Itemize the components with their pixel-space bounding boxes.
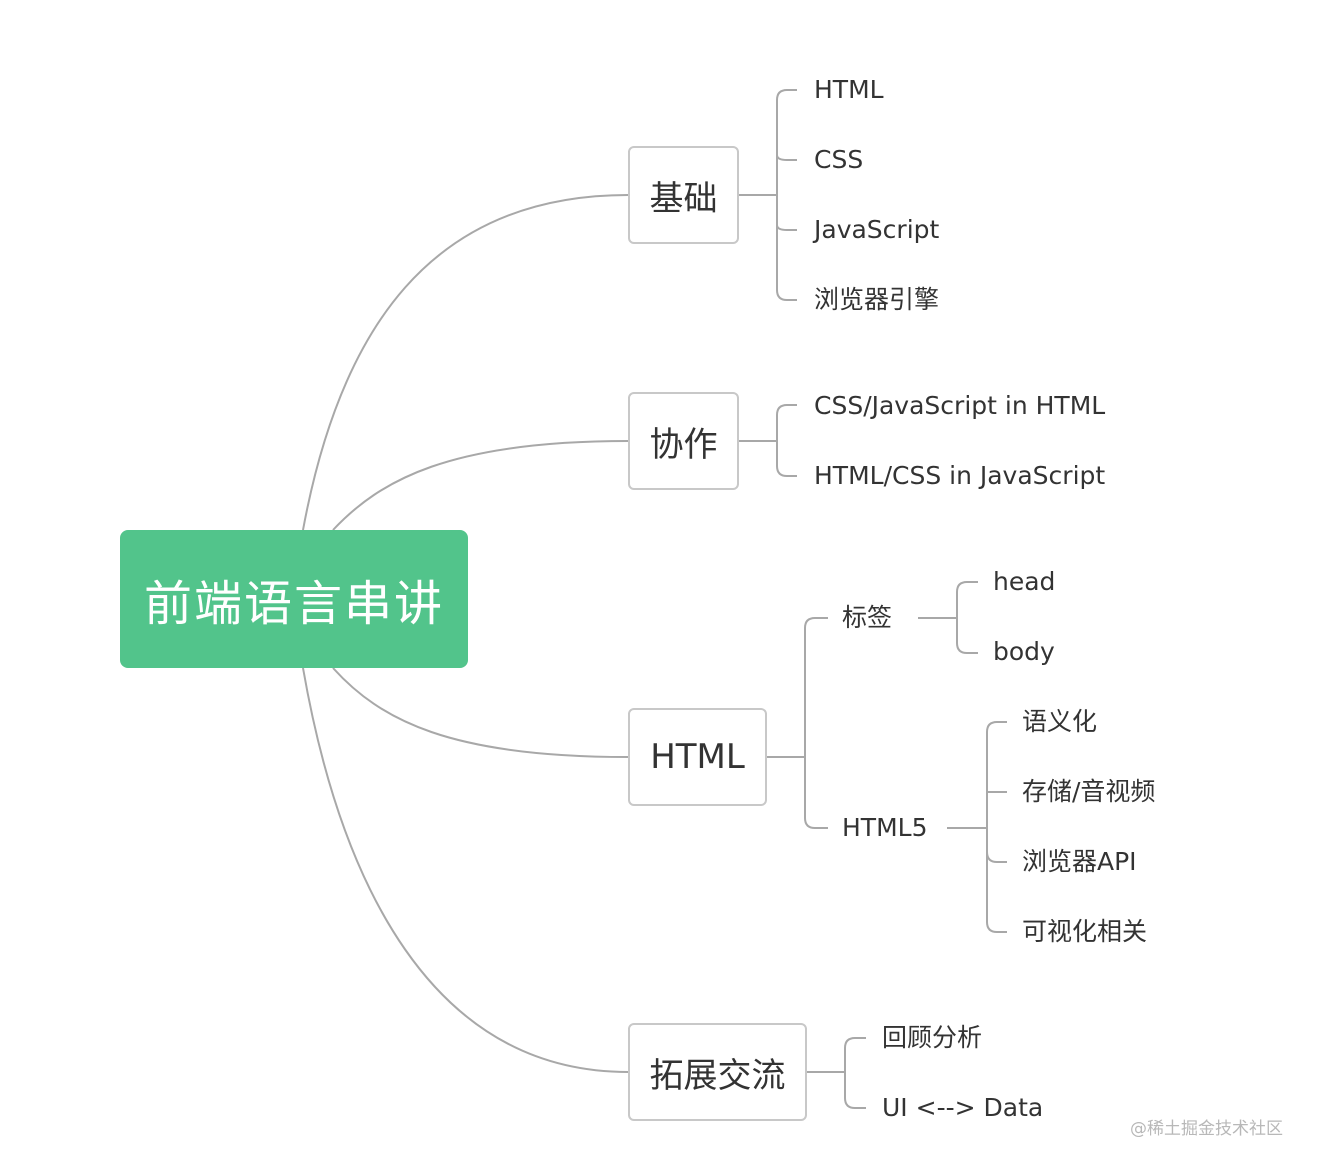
leaf-html5-3[interactable]: 浏览器API <box>1022 847 1137 876</box>
leaf-basics-1[interactable]: HTML <box>814 75 884 104</box>
leaf-tags-2[interactable]: body <box>993 637 1055 666</box>
leaf-tags-1[interactable]: head <box>993 567 1056 596</box>
leaf-collab-1[interactable]: CSS/JavaScript in HTML <box>814 391 1106 420</box>
branch-collab[interactable]: 协作 <box>628 392 739 490</box>
branch-basics[interactable]: 基础 <box>628 146 739 244</box>
leaf-ext-1[interactable]: 回顾分析 <box>882 1023 983 1052</box>
leaf-basics-4[interactable]: 浏览器引擎 <box>814 285 940 314</box>
leaf-ext-2[interactable]: UI <--> Data <box>882 1093 1044 1122</box>
connector-root-html <box>332 667 629 758</box>
branch-html[interactable]: HTML <box>628 708 767 806</box>
bracket-html <box>767 617 828 829</box>
branch-ext[interactable]: 拓展交流 <box>628 1023 807 1121</box>
branch-ext-label: 拓展交流 <box>649 1055 786 1096</box>
branch-basics-label: 基础 <box>649 178 718 219</box>
leaf-html5-2[interactable]: 存储/音视频 <box>1022 777 1156 806</box>
bracket-basics <box>739 89 797 301</box>
bracket-collab <box>739 404 797 477</box>
connector-root-basics <box>302 194 629 531</box>
leaf-html5-1[interactable]: 语义化 <box>1022 707 1098 736</box>
node-tags[interactable]: 标签 <box>842 603 893 632</box>
connector-root-ext <box>302 667 629 1073</box>
connector-root-collab <box>332 440 629 531</box>
bracket-tags <box>918 581 978 654</box>
leaf-collab-2[interactable]: HTML/CSS in JavaScript <box>814 461 1106 490</box>
bracket-ext <box>807 1037 866 1109</box>
bracket-html5 <box>947 721 1007 933</box>
node-html5[interactable]: HTML5 <box>842 813 928 842</box>
root-label: 前端语言串讲 <box>143 576 444 632</box>
leaf-basics-2[interactable]: CSS <box>814 145 864 174</box>
root-node[interactable]: 前端语言串讲 <box>120 530 468 668</box>
branch-collab-label: 协作 <box>649 424 718 465</box>
branch-html-label: HTML <box>650 737 745 777</box>
leaf-basics-3[interactable]: JavaScript <box>814 215 940 244</box>
watermark: @稀土掘金技术社区 <box>1130 1119 1283 1139</box>
leaf-html5-4[interactable]: 可视化相关 <box>1022 917 1148 946</box>
